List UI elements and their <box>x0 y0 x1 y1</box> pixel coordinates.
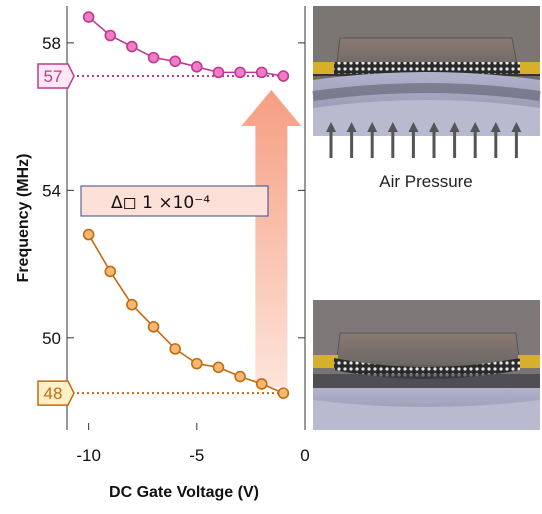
level-label: 57 <box>44 67 63 86</box>
pressure-arrow-head <box>326 122 336 132</box>
air-pressure-arrows <box>326 122 522 158</box>
x-tick-label: -5 <box>189 446 204 465</box>
shift-arrow <box>241 90 302 388</box>
pressure-arrow-head <box>490 122 501 132</box>
data-point <box>82 11 95 23</box>
annotation-text: Δ◻ 1 ×10⁻⁴ <box>111 193 210 213</box>
device-illustration-top <box>312 6 541 136</box>
data-point <box>104 29 117 42</box>
x-tick-label: -10 <box>76 446 101 465</box>
data-point <box>255 378 268 390</box>
series-line-1 <box>87 234 284 394</box>
data-point <box>191 357 203 370</box>
series-group <box>82 11 290 399</box>
level-label-box <box>37 380 75 406</box>
pressure-arrow-head <box>408 122 419 132</box>
x-axis-title: DC Gate Voltage (V) <box>109 484 259 501</box>
data-point <box>126 298 138 311</box>
data-point <box>126 40 138 53</box>
series-line-0 <box>88 16 284 77</box>
data-point <box>277 387 290 399</box>
data-point <box>277 70 290 82</box>
data-point <box>191 61 203 73</box>
pressure-arrow-head <box>367 122 378 132</box>
device-illustration-bottom <box>313 300 540 430</box>
data-point <box>212 361 225 374</box>
data-point <box>255 66 268 79</box>
level-markers: 57 48 <box>37 63 284 406</box>
pressure-arrow-head <box>387 122 398 132</box>
level-label-box <box>37 63 75 89</box>
annotation-box <box>80 185 269 217</box>
data-point <box>147 51 160 64</box>
axis-ticks: -10 -5 0 50 54 58 <box>42 34 310 465</box>
pressure-arrow-head <box>449 122 460 132</box>
data-point <box>104 265 117 278</box>
data-point <box>234 370 246 383</box>
y-tick-label: 50 <box>42 329 61 348</box>
level-label: 48 <box>44 384 63 403</box>
annotation: Δ◻ 1 ×10⁻⁴ <box>80 185 269 217</box>
air-pressure-caption: Air Pressure <box>379 172 473 191</box>
y-tick-label: 54 <box>42 181 61 200</box>
data-point <box>212 66 225 79</box>
data-point <box>234 66 246 79</box>
data-point <box>169 343 181 355</box>
pressure-arrow-head <box>470 122 481 132</box>
y-axis-title: Frequency (MHz) <box>15 154 32 283</box>
data-point <box>147 320 160 333</box>
pressure-arrow-head <box>429 122 439 132</box>
data-point <box>169 55 181 68</box>
pressure-arrow-head <box>511 122 522 132</box>
y-tick-label: 58 <box>42 34 61 53</box>
frequency-shift-arrow <box>241 90 302 388</box>
data-point <box>82 228 95 241</box>
x-tick-label: 0 <box>300 446 309 465</box>
pressure-arrow-head <box>346 122 357 132</box>
